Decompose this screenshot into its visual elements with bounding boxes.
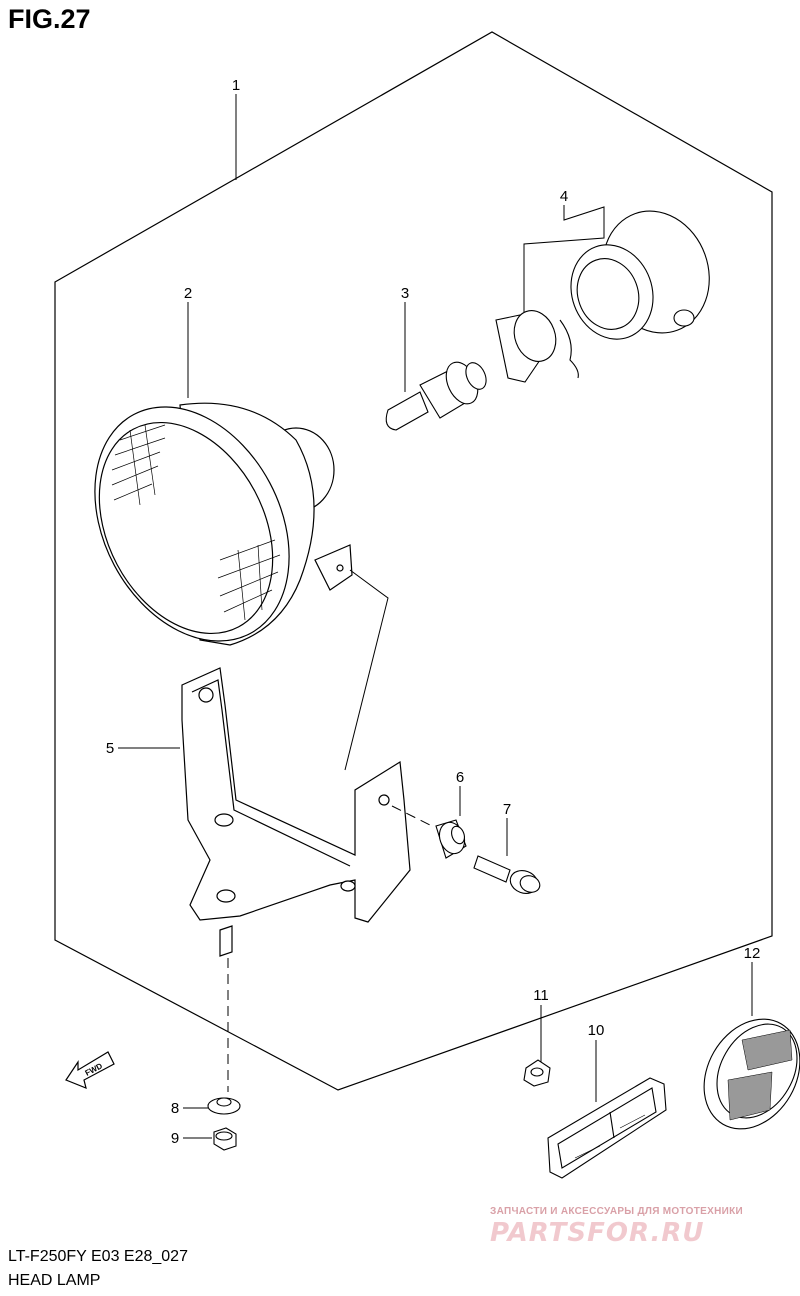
center-lines bbox=[227, 805, 433, 1092]
side-reflector-drawing bbox=[547, 1077, 667, 1179]
watermark-logo: PARTSFOR.RU bbox=[490, 1218, 705, 1248]
bracket-drawing bbox=[181, 667, 411, 957]
callout-4: 4 bbox=[560, 188, 568, 205]
alignment-line bbox=[344, 569, 389, 771]
round-reflector-drawing bbox=[703, 1018, 800, 1130]
washer-drawing bbox=[207, 1097, 241, 1115]
callout-3: 3 bbox=[401, 285, 409, 302]
socket-drawing bbox=[495, 210, 710, 383]
leader-lines bbox=[118, 94, 753, 1139]
assembly-box bbox=[54, 31, 773, 1091]
figure-title: FIG.27 bbox=[8, 4, 91, 34]
reflector-nut-drawing bbox=[523, 1059, 551, 1087]
callout-7: 7 bbox=[503, 801, 511, 818]
model-code: LT-F250FY E03 E28_027 bbox=[8, 1248, 188, 1265]
callout-11: 11 bbox=[533, 987, 549, 1004]
bulb-drawing bbox=[385, 361, 487, 431]
callout-1: 1 bbox=[232, 77, 240, 94]
section-title: HEAD LAMP bbox=[8, 1272, 101, 1289]
callout-numbers: 1 2 3 4 5 6 7 8 9 10 11 12 bbox=[106, 77, 761, 1147]
bolt-drawing bbox=[473, 855, 541, 894]
callout-10: 10 bbox=[588, 1022, 605, 1039]
callout-8: 8 bbox=[171, 1100, 179, 1117]
callout-5: 5 bbox=[106, 740, 114, 757]
callout-12: 12 bbox=[744, 945, 761, 962]
grommet-drawing bbox=[435, 819, 467, 859]
nut-drawing bbox=[213, 1127, 237, 1151]
fwd-arrow-icon: FWD bbox=[65, 1051, 115, 1089]
headlamp-unit-drawing bbox=[94, 402, 353, 646]
callout-9: 9 bbox=[171, 1130, 179, 1147]
watermark-tagline: ЗАПЧАСТИ И АКСЕССУАРЫ ДЛЯ МОТОТЕХНИКИ bbox=[490, 1206, 743, 1217]
callout-2: 2 bbox=[184, 285, 192, 302]
callout-6: 6 bbox=[456, 769, 464, 786]
